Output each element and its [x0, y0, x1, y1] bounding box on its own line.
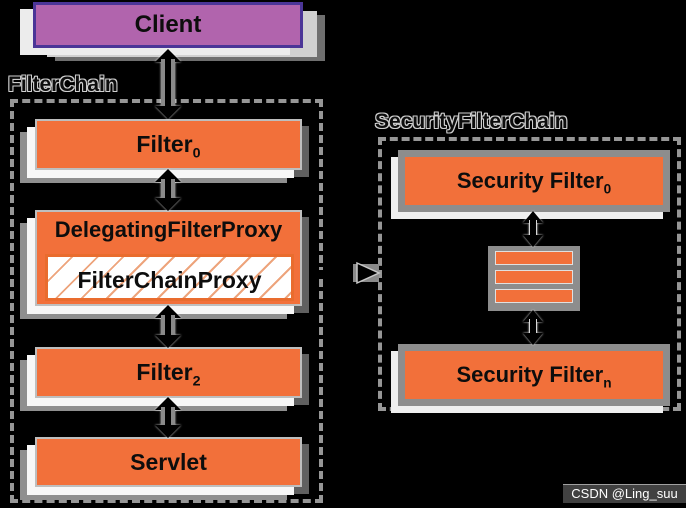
watermark: CSDN @Ling_suu [563, 484, 686, 503]
filter-bar [495, 270, 573, 284]
filterchainproxy-label: FilterChainProxy [77, 266, 262, 293]
security-filtern-box: Security Filtern [398, 344, 670, 406]
client-box: Client [33, 2, 303, 48]
security-filter0-box: Security Filter0 [398, 150, 670, 212]
delegate-connector-line [330, 272, 354, 274]
filterchain-label: FilterChain [8, 73, 118, 96]
filter0-label: Filter0 [136, 131, 201, 162]
delegate-connector-tick [312, 270, 334, 275]
securityfilterchain-label: SecurityFilterChain [375, 110, 568, 133]
filter-bar [495, 251, 573, 265]
collapsed-filters-panel [488, 246, 580, 311]
client-label: Client [134, 11, 202, 38]
servlet-label: Servlet [130, 448, 207, 475]
filter2-servlet-arrow [155, 397, 181, 438]
security-filtern-label: Security Filtern [456, 362, 612, 391]
securityfilter0-bars-arrow [523, 211, 543, 247]
securityfilterchain-dashed-box [378, 137, 681, 411]
delegating-filter2-arrow [155, 305, 181, 348]
bars-securityfiltern-arrow [523, 310, 543, 345]
delegate-arrowhead-icon [353, 261, 381, 285]
filter2-label: Filter2 [136, 359, 201, 390]
security-filter0-label: Security Filter0 [456, 168, 612, 197]
servlet-box: Servlet [35, 437, 302, 487]
delegatingfilterproxy-box: DelegatingFilterProxy FilterChainProxy [35, 210, 302, 306]
filter0-box: Filter0 [35, 119, 302, 170]
filter2-box: Filter2 [35, 347, 302, 398]
filterchainproxy-box: FilterChainProxy [45, 254, 294, 301]
delegatingfilterproxy-label: DelegatingFilterProxy [54, 217, 283, 242]
client-filterchain-arrow [155, 49, 181, 119]
filter-bar [495, 289, 573, 303]
filter0-delegating-arrow [155, 169, 181, 211]
